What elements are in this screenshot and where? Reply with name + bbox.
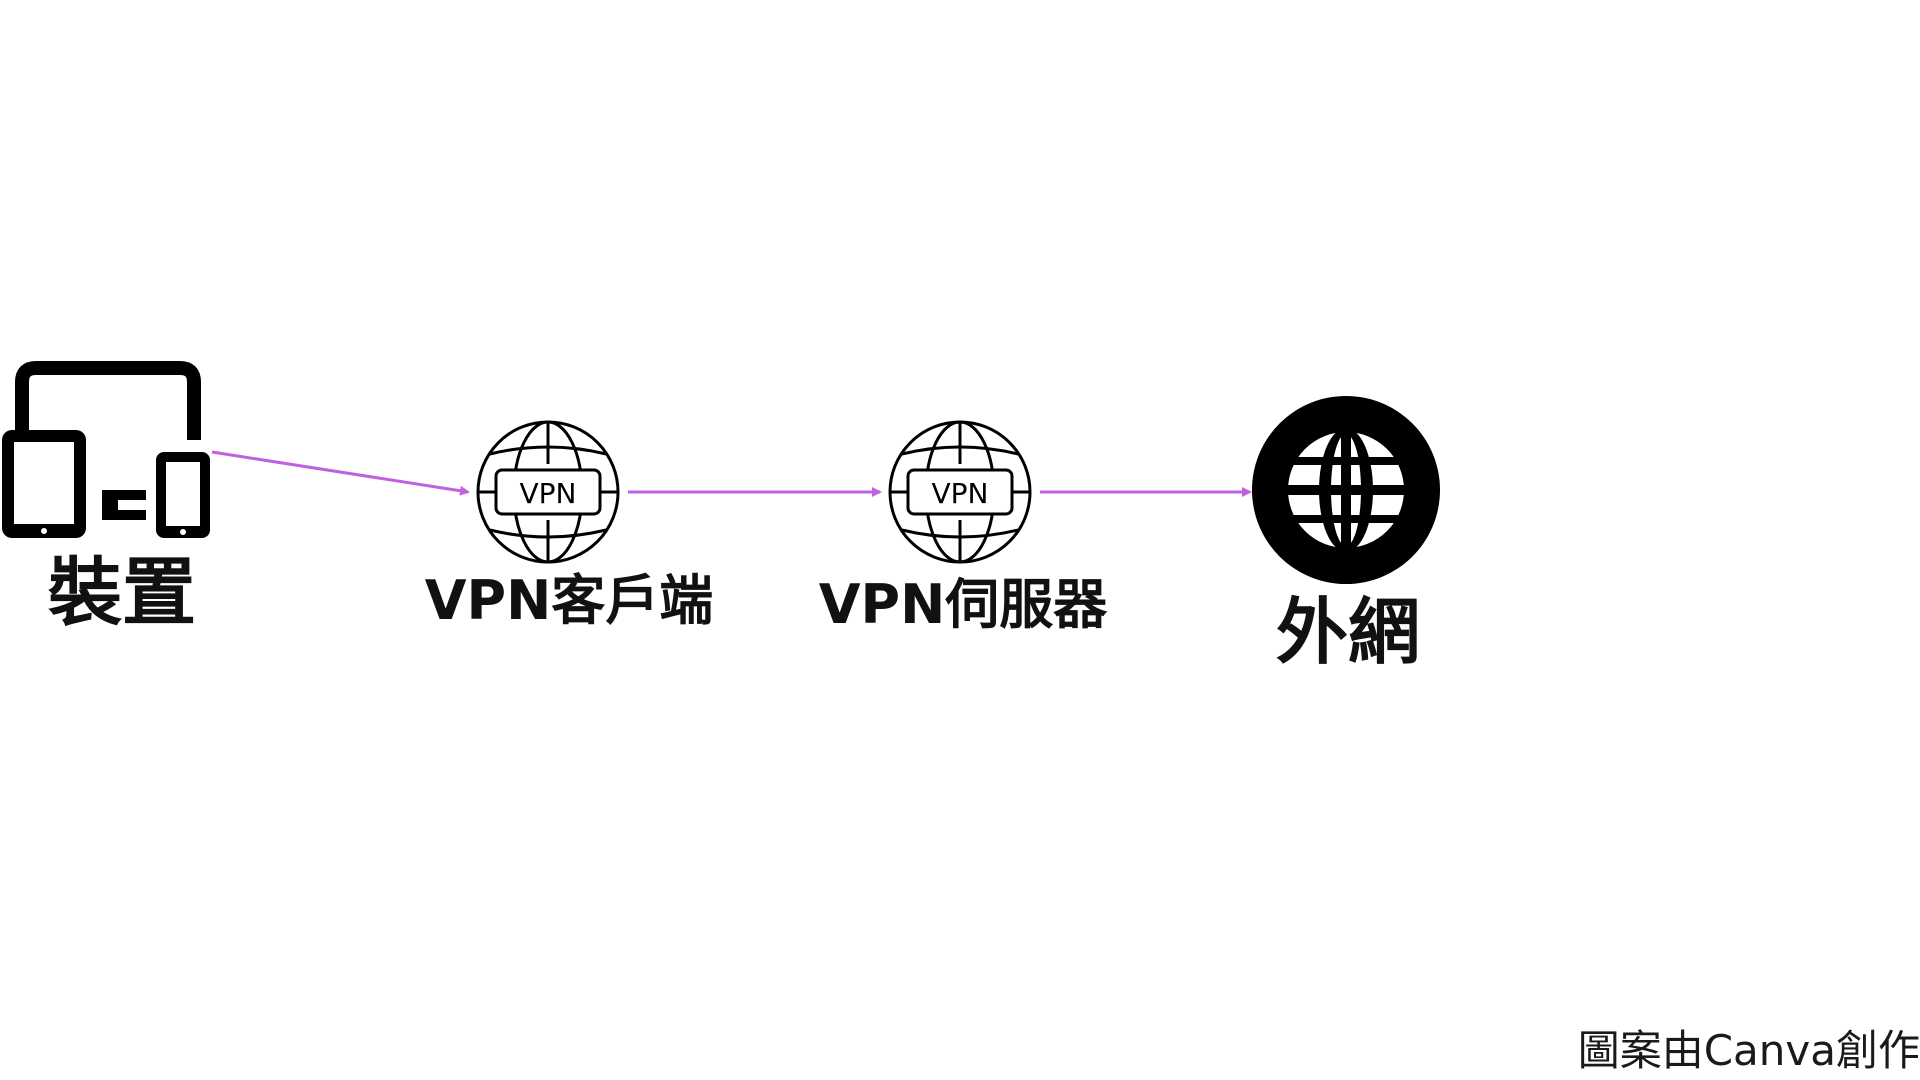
credit-text: 圖案由Canva創作 <box>1577 1026 1920 1075</box>
vpn-client-badge: VPN <box>520 477 577 510</box>
vpn-server-badge: VPN <box>932 477 989 510</box>
node-label-device: 裝置 <box>48 550 196 636</box>
node-label-internet: 外網 <box>1275 590 1421 674</box>
vpn-server-globe-icon: VPN <box>888 420 1032 564</box>
vpn-client-globe-icon: VPN <box>476 420 620 564</box>
edge-device-to-client <box>211 450 470 496</box>
node-label-vpn-client: VPN客戶端 <box>424 569 714 632</box>
internet-globe-icon <box>1252 396 1440 584</box>
devices-icon <box>2 361 210 538</box>
node-label-vpn-server: VPN伺服器 <box>818 573 1108 636</box>
